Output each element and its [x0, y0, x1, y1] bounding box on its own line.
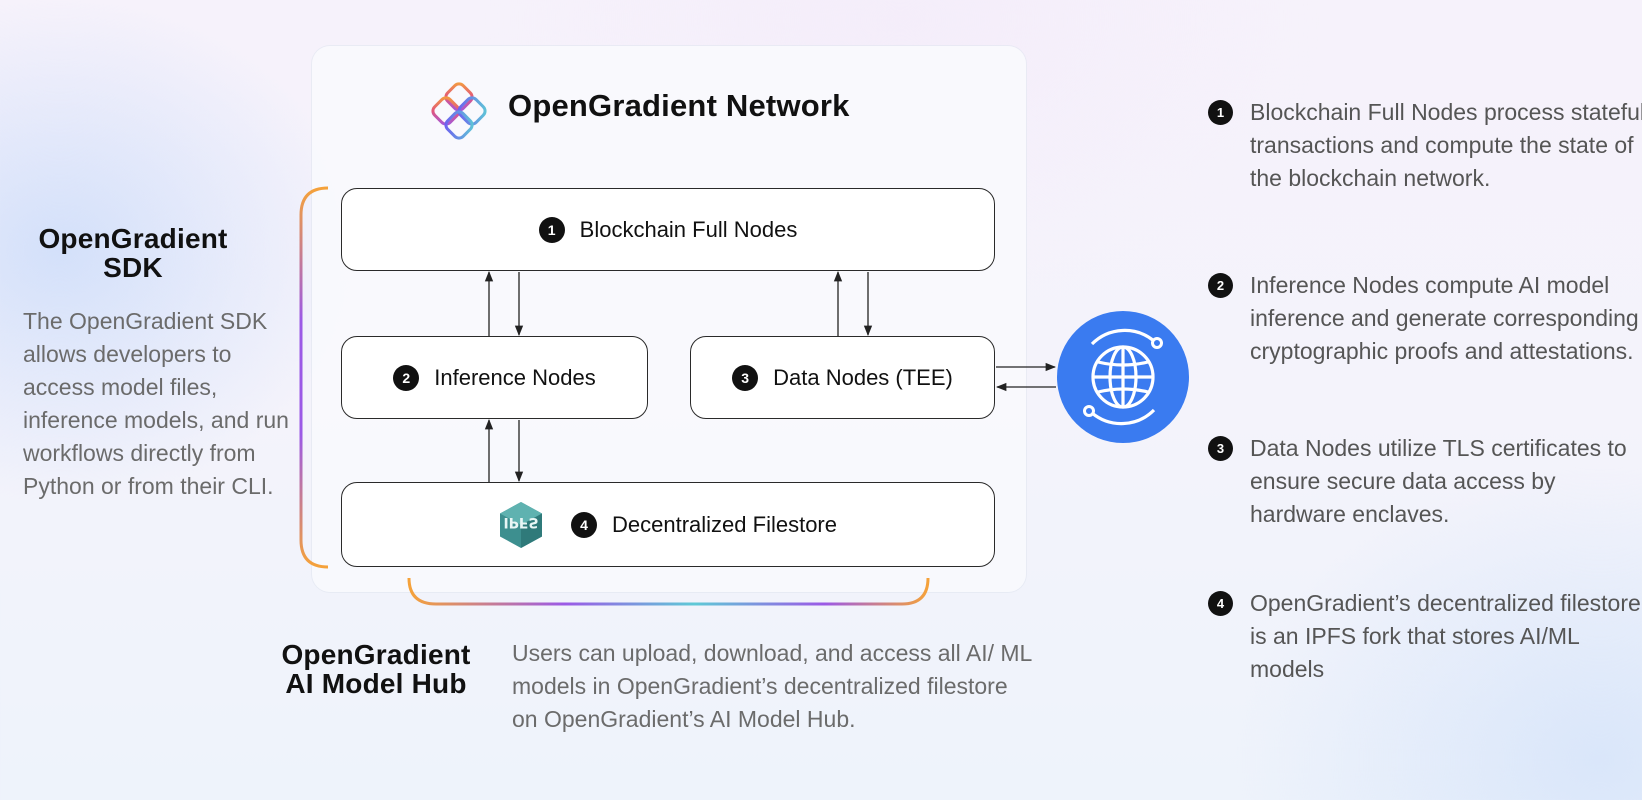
node-label: Inference Nodes — [434, 364, 596, 390]
node-number-badge: 3 — [732, 364, 759, 391]
note-data-nodes: 3 Data Nodes utilize TLS certificates to… — [1208, 432, 1642, 531]
hub-description: Users can upload, download, and access a… — [512, 640, 1032, 732]
globe-icon — [1057, 311, 1189, 443]
note-text: Inference Nodes compute AI model inferen… — [1250, 272, 1639, 364]
node-label: Data Nodes (TEE) — [773, 364, 953, 390]
note-filestore: 4 OpenGradient’s decentralized filestore… — [1208, 587, 1642, 686]
node-label: Decentralized Filestore — [612, 511, 837, 537]
hub-heading: OpenGradient AI Model Hub — [281, 639, 471, 699]
svg-text:IPFS: IPFS — [503, 514, 538, 530]
note-number-badge: 3 — [1208, 436, 1233, 461]
note-number-badge: 4 — [1208, 591, 1233, 616]
node-inference-nodes: 2 Inference Nodes — [341, 336, 648, 419]
note-text: Data Nodes utilize TLS certificates to e… — [1250, 435, 1627, 527]
note-text: OpenGradient’s decentralized filestore i… — [1250, 590, 1641, 682]
sdk-bracket — [299, 186, 329, 569]
network-title: OpenGradient Network — [508, 88, 850, 123]
node-number-badge: 2 — [393, 364, 420, 391]
sdk-description: The OpenGradient SDK allows developers t… — [23, 308, 289, 499]
sdk-heading: OpenGradient SDK — [38, 223, 228, 283]
node-number-badge: 4 — [571, 511, 597, 538]
node-number-badge: 1 — [538, 216, 565, 243]
note-number-badge: 1 — [1208, 100, 1233, 125]
note-inference: 2 Inference Nodes compute AI model infer… — [1208, 269, 1642, 368]
note-blockchain: 1 Blockchain Full Nodes process stateful… — [1208, 96, 1642, 195]
opengradient-knot-logo — [431, 82, 487, 140]
node-decentralized-filestore: IPFS 4 Decentralized Filestore — [341, 482, 995, 567]
note-number-badge: 2 — [1208, 273, 1233, 298]
hub-bracket — [407, 577, 930, 606]
node-label: Blockchain Full Nodes — [579, 216, 798, 242]
node-blockchain-full-nodes: 1 Blockchain Full Nodes — [341, 188, 995, 271]
node-data-nodes: 3 Data Nodes (TEE) — [690, 336, 995, 419]
note-text: Blockchain Full Nodes process stateful t… — [1250, 99, 1642, 191]
ipfs-cube-icon: IPFS — [500, 501, 542, 548]
